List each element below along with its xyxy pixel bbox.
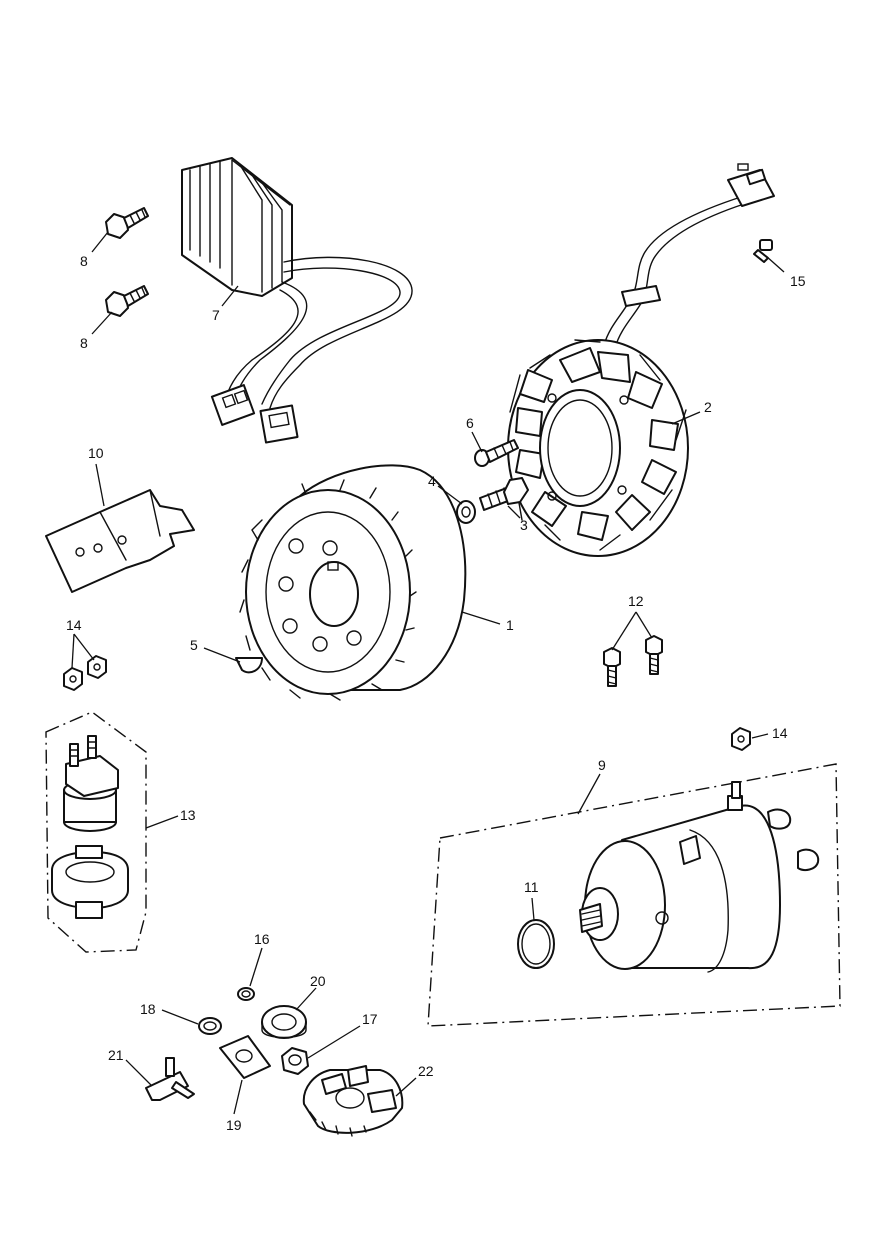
- rotor-bolt[interactable]: [479, 477, 529, 511]
- callout-1: 1: [506, 617, 514, 633]
- callout-17: 17: [362, 1011, 378, 1027]
- leader-lines: [71, 231, 785, 1115]
- callout-4: 4: [428, 473, 436, 489]
- bolt-pair[interactable]: [603, 635, 663, 687]
- nut-right[interactable]: [731, 727, 751, 751]
- regulator-wiring-harness: [227, 256, 413, 409]
- callout-12: 12: [628, 593, 644, 609]
- callout-8-upper: 8: [80, 253, 88, 269]
- callout-14-right: 14: [772, 725, 788, 741]
- alternator-rotor[interactable]: [239, 464, 467, 701]
- starter-relay-group-outline: [45, 711, 147, 953]
- callout-13: 13: [180, 807, 196, 823]
- washer-18[interactable]: [198, 1017, 222, 1035]
- stator-connector[interactable]: [727, 163, 775, 207]
- rotor-washer[interactable]: [456, 500, 476, 524]
- regulator-bolt-lower[interactable]: [105, 285, 149, 317]
- stator[interactable]: [507, 339, 689, 557]
- seal-20[interactable]: [261, 1005, 307, 1039]
- callout-8-lower: 8: [80, 335, 88, 351]
- callout-9: 9: [598, 757, 606, 773]
- regulator-bolt-upper[interactable]: [105, 207, 149, 239]
- callout-14-left: 14: [66, 617, 82, 633]
- stator-clamp-screw[interactable]: [753, 239, 773, 263]
- regulator-rectifier[interactable]: [181, 157, 293, 297]
- regulator-bracket[interactable]: [45, 489, 195, 593]
- starter-relay-rubber-mount[interactable]: [51, 845, 129, 919]
- callout-5: 5: [190, 637, 198, 653]
- callout-20: 20: [310, 973, 326, 989]
- callout-22: 22: [418, 1063, 434, 1079]
- stator-screw[interactable]: [474, 439, 519, 467]
- callout-11: 11: [524, 879, 539, 895]
- callout-18: 18: [140, 1001, 156, 1017]
- callout-15: 15: [790, 273, 806, 289]
- starter-motor[interactable]: [579, 781, 820, 973]
- stator-wiring: [603, 195, 745, 349]
- callout-16: 16: [254, 931, 270, 947]
- woodruff-key[interactable]: [235, 657, 263, 674]
- callout-6: 6: [466, 415, 474, 431]
- nut-left-a[interactable]: [63, 667, 83, 691]
- brush-holder-22[interactable]: [302, 1065, 404, 1137]
- regulator-connector-right[interactable]: [259, 404, 299, 444]
- callout-7: 7: [212, 307, 220, 323]
- callout-21: 21: [108, 1047, 124, 1063]
- small-o-ring[interactable]: [237, 987, 255, 1001]
- callout-labels: 8 8 7 15 2 6 4 3 1 10 5 14 12 14 9 13 11…: [66, 253, 806, 1133]
- terminal-bolt-21[interactable]: [145, 1057, 195, 1101]
- callout-19: 19: [226, 1117, 242, 1133]
- starter-relay[interactable]: [63, 735, 119, 832]
- callout-2: 2: [704, 399, 712, 415]
- nut-left-b[interactable]: [87, 655, 107, 679]
- nut-17[interactable]: [281, 1047, 309, 1075]
- starter-motor-group-outline: [427, 763, 841, 1027]
- callout-3: 3: [520, 517, 528, 533]
- callout-10: 10: [88, 445, 104, 461]
- starter-o-ring[interactable]: [517, 919, 555, 969]
- insulator-19[interactable]: [219, 1035, 271, 1079]
- regulator-connector-left[interactable]: [210, 384, 256, 426]
